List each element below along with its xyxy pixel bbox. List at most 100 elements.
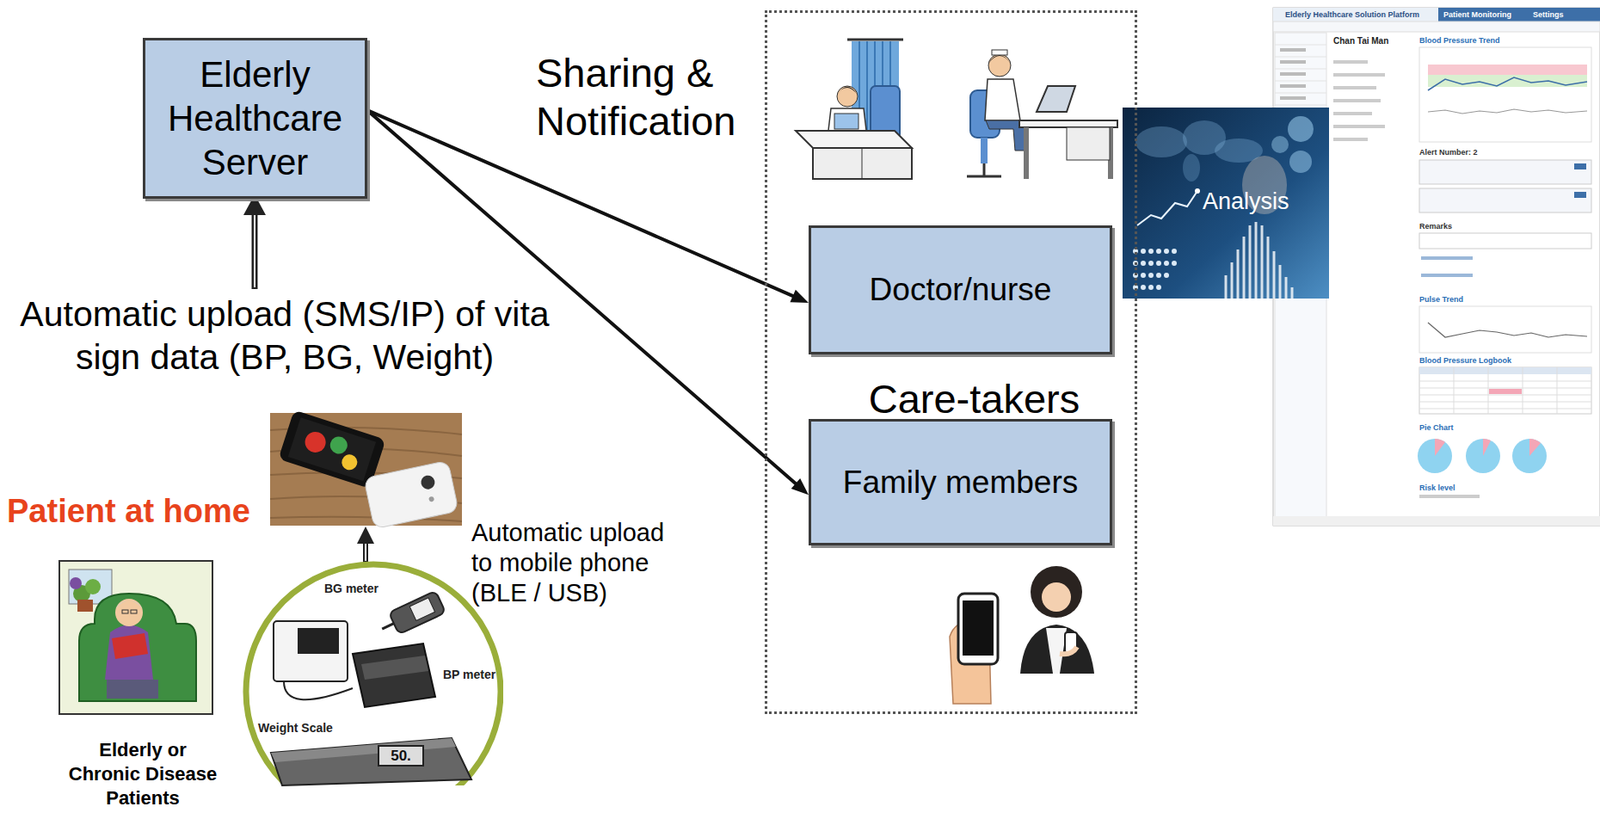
group-panel: Care-takersDoctor/nurseFamily members: [764, 10, 1138, 714]
dashboard-screenshot: [1512, 438, 1547, 474]
screen-heading: Pie Chart: [1419, 423, 1454, 433]
dashboard-screenshot: [1427, 322, 1588, 338]
elderly-patient-picture: [115, 598, 143, 627]
doctor-illustration: [836, 86, 858, 95]
elderly-patient-picture: [59, 560, 213, 714]
phone-photo: [428, 496, 435, 503]
nurse-illustration: [966, 163, 1002, 177]
ble-arrow: [356, 526, 375, 544]
elderly-patient-picture: [59, 560, 213, 714]
devices-circle: [246, 564, 501, 786]
dashboard-screenshot: [1419, 188, 1592, 213]
nurse-illustration: [966, 49, 1118, 179]
nurse-illustration: [988, 54, 1011, 77]
family-illustration: [1020, 624, 1095, 674]
phone-photo: [363, 460, 459, 529]
analysis-picture: [1135, 126, 1188, 158]
upload-note: Automatic upload to mobile phone (BLE / …: [471, 517, 678, 609]
analysis-picture: [1148, 260, 1154, 266]
phone-photo: [277, 409, 386, 489]
dashboard-screenshot: [1434, 438, 1446, 456]
screen-text: Chan Tai Man: [1333, 36, 1389, 47]
screen-heading: Risk level: [1419, 483, 1456, 493]
dashboard-screenshot: [1333, 98, 1381, 103]
dashboard-screenshot: [1280, 48, 1306, 52]
analysis-picture: [1148, 272, 1154, 278]
dashboard-screenshot: [1333, 86, 1377, 90]
dashboard-screenshot: [1529, 438, 1541, 456]
analysis-picture: [1163, 272, 1170, 278]
bg-meter-icon: [381, 623, 394, 629]
dashboard-screenshot: [1274, 44, 1327, 105]
bg-meter-icon: [388, 590, 446, 635]
nurse-illustration: [1036, 86, 1076, 112]
nurse-illustration: [1066, 127, 1110, 160]
analysis-picture: [1122, 107, 1330, 299]
family-illustration: [1041, 582, 1071, 612]
dashboard-screenshot: [1333, 111, 1373, 116]
doctor-illustration: [834, 113, 859, 130]
dashboard-screenshot: [1427, 64, 1588, 75]
process-box: Doctor/nurse: [808, 225, 1113, 355]
analysis-picture: [1156, 260, 1162, 266]
screen-tab: Patient Monitoring: [1443, 10, 1512, 20]
analysis-picture: [1140, 260, 1146, 266]
analysis-picture: [1271, 135, 1289, 154]
device-label: BP meter: [443, 667, 496, 683]
dashboard-screenshot: [1489, 388, 1522, 394]
analysis-picture: [1156, 284, 1162, 290]
dashboard-screenshot: [1574, 163, 1587, 170]
dashboard-screenshot: [1419, 494, 1480, 499]
dashboard-screenshot: [1419, 367, 1592, 414]
phone-photo: [327, 434, 350, 456]
screen-heading: Pulse Trend: [1419, 295, 1464, 305]
phone-photo: [363, 460, 459, 529]
bp-meter-icon: [273, 621, 348, 682]
devices-circle: [246, 564, 501, 786]
elderly-patient-picture: [79, 593, 197, 702]
analysis-picture: [1225, 221, 1293, 299]
phone-photo: [277, 409, 386, 489]
screen-heading: Blood Pressure Logbook: [1419, 356, 1512, 366]
screen-heading: Blood Pressure Trend: [1419, 36, 1501, 46]
analysis-picture: [1148, 248, 1154, 254]
dashboard-screenshot: [1419, 47, 1592, 142]
dashboard-screenshot: [1417, 438, 1453, 474]
analysis-picture: [1171, 248, 1177, 254]
ble-arrow: [364, 541, 367, 561]
dashboard-screenshot: [1419, 367, 1592, 375]
device-label: BG meter: [324, 581, 379, 597]
analysis-picture: [1163, 260, 1170, 266]
dashboard-screenshot: [1421, 256, 1473, 260]
dashboard-screenshot: [1333, 137, 1368, 142]
weight-scale-icon: [270, 738, 472, 786]
bg-meter-icon: [409, 597, 435, 621]
scale-reading: 50.: [380, 746, 422, 765]
dashboard-screenshot: [1333, 124, 1385, 129]
dashboard-screenshot: [1483, 438, 1491, 456]
doctor-illustration: [861, 147, 863, 179]
analysis-picture: [1287, 116, 1314, 142]
phone-photo: [339, 452, 360, 473]
elderly-patient-picture: [122, 609, 129, 614]
bp-meter-icon: [361, 655, 429, 680]
dashboard-screenshot: [1465, 438, 1501, 474]
dashboard-screenshot: [1280, 84, 1306, 88]
phone-photo: [288, 417, 376, 481]
doctor-illustration: [836, 86, 858, 107]
analysis-picture: [1289, 150, 1312, 173]
weight-scale-icon: [378, 745, 424, 766]
analysis-picture: [1156, 272, 1162, 278]
screen-heading: Remarks: [1419, 221, 1453, 232]
nurse-illustration: [984, 79, 1021, 121]
phone-photo: [301, 429, 328, 456]
connector-arrow: [789, 289, 809, 303]
elderly-patient-picture: [115, 600, 143, 610]
weight-scale-icon: [270, 738, 456, 763]
phone-photo: [270, 409, 462, 529]
nurse-illustration: [1023, 127, 1029, 179]
bp-meter-icon: [352, 643, 436, 708]
elderly-patient-picture: [77, 599, 93, 612]
nurse-illustration: [1019, 120, 1118, 128]
